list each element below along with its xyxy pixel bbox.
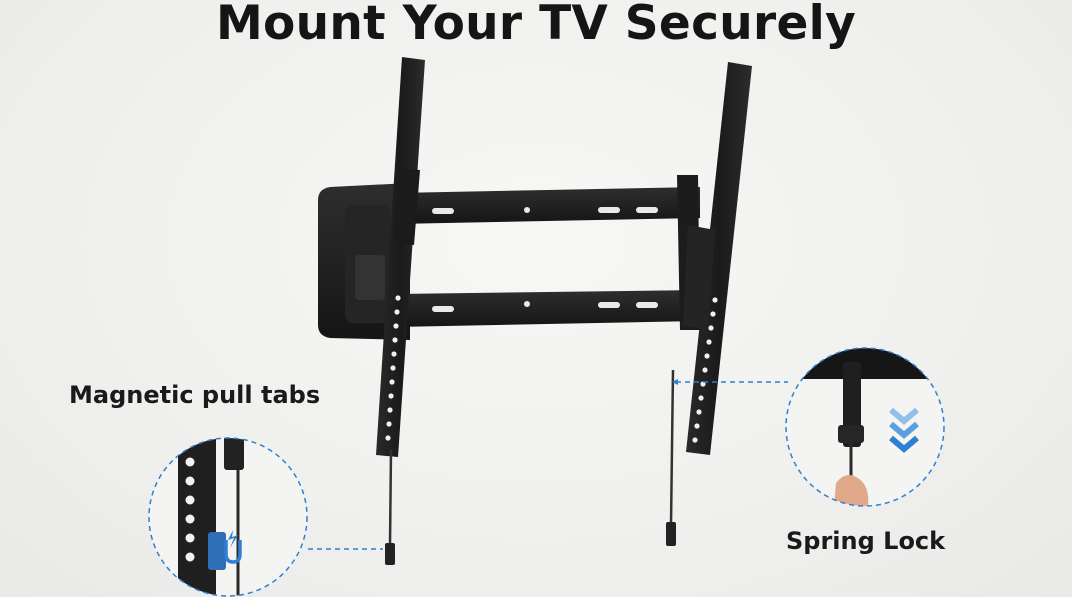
left-vertical-arm: [376, 57, 425, 565]
spring-lock-label: Spring Lock: [786, 527, 946, 555]
page-title: Mount Your TV Securely: [215, 0, 857, 51]
spring-lock-zoom-circle: [785, 347, 945, 507]
triple-chevron-down-icon: [889, 407, 919, 453]
spring-pointer-arrow: [672, 379, 678, 385]
right-vertical-arm: [666, 62, 752, 546]
magnetic-pull-tabs-label: Magnetic pull tabs: [69, 381, 321, 409]
magnet-icon: [224, 530, 242, 564]
magnetic-tab-zoom-circle: [148, 437, 308, 597]
horizontal-rails: [395, 187, 700, 327]
